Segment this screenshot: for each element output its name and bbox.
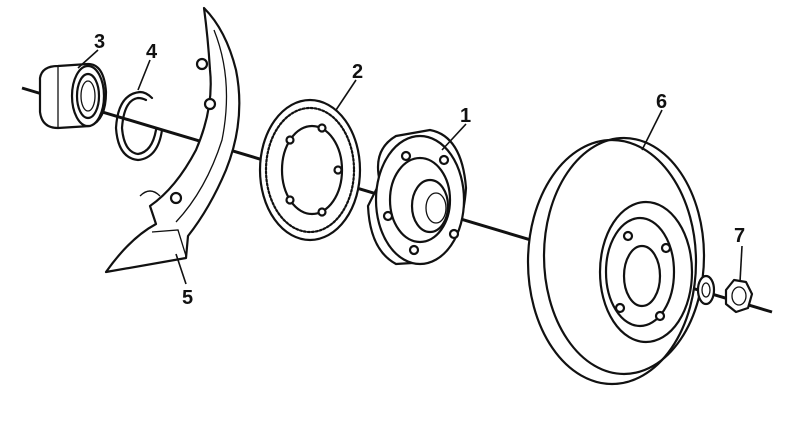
leader-line-7 [739,245,743,283]
callout-6: 6 [656,91,667,113]
leader-line-4 [137,59,151,91]
leader-line-2 [335,79,357,111]
leader-line-5 [175,253,187,285]
callout-2: 2 [352,61,363,83]
callout-4: 4 [146,41,158,63]
leader-line-3 [77,49,99,69]
abs-sensor-ring [258,98,362,242]
axle-nut [724,278,754,314]
callout-1: 1 [460,105,471,127]
callout-5: 5 [182,287,193,309]
leader-line-1 [441,123,467,151]
wheel-bearing [38,62,108,130]
leader-line-6 [641,109,663,151]
axle-washer [696,274,716,306]
retaining-snap-ring [114,90,164,162]
brake-splash-shield [104,6,241,274]
callout-7: 7 [734,225,745,247]
brake-disc [526,136,706,386]
callout-3: 3 [94,31,105,53]
wheel-hub [366,128,468,266]
